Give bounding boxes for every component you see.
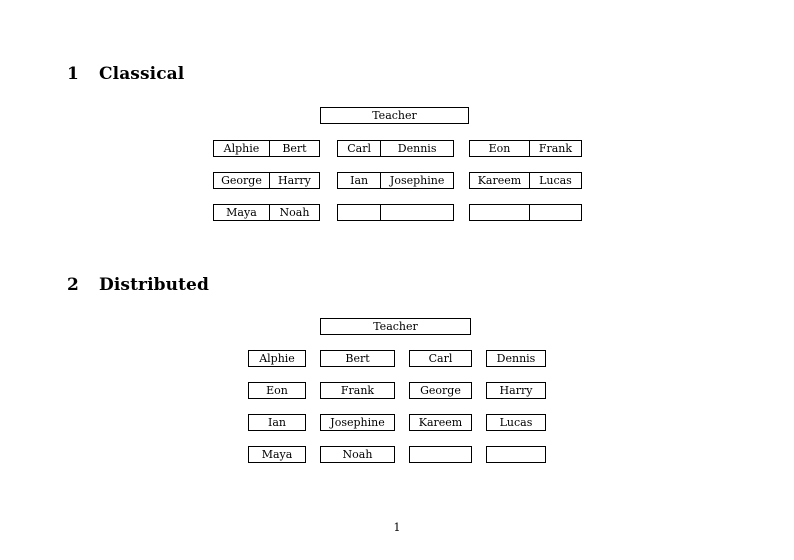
table-cell xyxy=(528,205,581,220)
section-heading-classical: 1 Classical xyxy=(67,64,184,84)
list-item: Bert xyxy=(320,350,395,367)
table-cell: Kareem xyxy=(477,174,522,187)
table-cell: Bert xyxy=(268,141,319,156)
table-cell: Frank xyxy=(528,141,581,156)
section-number: 1 xyxy=(67,64,79,84)
table-cell: Ian xyxy=(350,174,369,187)
list-item: Alphie xyxy=(248,350,306,367)
list-item: Carl xyxy=(409,350,472,367)
table-row: Alphie Bert xyxy=(213,140,320,157)
list-item xyxy=(486,446,546,463)
list-item: George xyxy=(409,382,472,399)
list-item xyxy=(409,446,472,463)
page-number: 1 xyxy=(393,521,401,534)
section-title: Distributed xyxy=(99,275,209,295)
list-item: Josephine xyxy=(320,414,395,431)
list-item: Lucas xyxy=(486,414,546,431)
list-item: Harry xyxy=(486,382,546,399)
list-item: Maya xyxy=(248,446,306,463)
table-row: Kareem Lucas xyxy=(469,172,582,189)
table-cell: Lucas xyxy=(528,173,581,188)
section-heading-distributed: 2 Distributed xyxy=(67,275,209,295)
list-item: Dennis xyxy=(486,350,546,367)
table-row xyxy=(469,204,582,221)
table-row: Ian Josephine xyxy=(337,172,454,189)
table-cell: George xyxy=(221,174,262,187)
table-cell xyxy=(380,205,453,220)
table-row: Carl Dennis xyxy=(337,140,454,157)
table-cell: Noah xyxy=(268,205,319,220)
list-item: Noah xyxy=(320,446,395,463)
table-row: George Harry xyxy=(213,172,320,189)
table-cell xyxy=(338,205,380,220)
table-cell xyxy=(470,205,529,220)
table-cell: Dennis xyxy=(380,141,453,156)
table-cell: Maya xyxy=(226,206,257,219)
list-item: Frank xyxy=(320,382,395,399)
table-cell: Eon xyxy=(488,142,511,155)
list-item: Eon xyxy=(248,382,306,399)
table-cell: Alphie xyxy=(223,142,260,155)
table-cell: Harry xyxy=(268,173,319,188)
list-item: Kareem xyxy=(409,414,472,431)
section-title: Classical xyxy=(99,64,185,84)
table-row xyxy=(337,204,454,221)
teacher-box-distributed: Teacher xyxy=(320,318,471,335)
list-item: Ian xyxy=(248,414,306,431)
table-row: Maya Noah xyxy=(213,204,320,221)
teacher-box-classical: Teacher xyxy=(320,107,469,124)
table-cell: Josephine xyxy=(380,173,453,188)
table-row: Eon Frank xyxy=(469,140,582,157)
section-number: 2 xyxy=(67,275,79,295)
table-cell: Carl xyxy=(347,142,372,155)
